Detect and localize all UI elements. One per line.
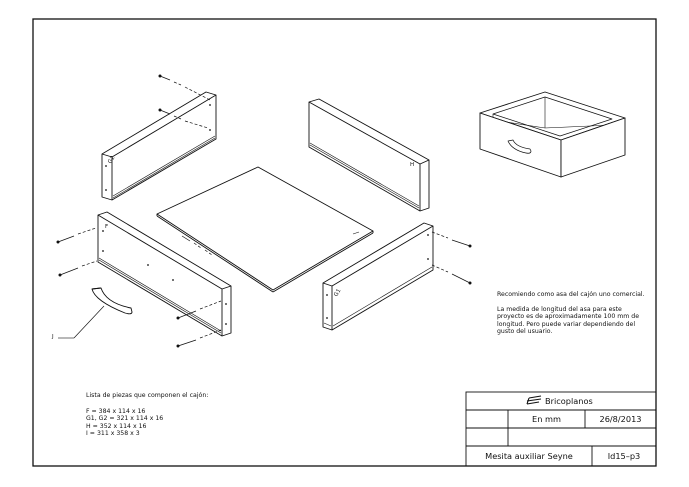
- brand-name: Bricoplanos: [545, 396, 593, 406]
- parts-list-item: H = 352 x 114 x 16: [86, 422, 147, 430]
- sheet-border: [32, 18, 657, 467]
- parts-list-item: F = 384 x 114 x 16: [86, 407, 146, 415]
- parts-list: Lista de piezas que componen el cajón: F…: [86, 392, 286, 438]
- title-block-project: Mesita auxiliar Seyne: [485, 451, 573, 461]
- screws-front-panel: [56, 227, 222, 348]
- screws-side-g2: [158, 74, 211, 129]
- parts-list-item: G1, G2 = 321 x 114 x 16: [86, 415, 164, 423]
- front-panel-f: [97, 211, 232, 337]
- title-block-date: 26/8/2013: [599, 414, 642, 424]
- label-handle-j: J: [52, 334, 54, 340]
- parts-list-item: I = 311 x 358 x 3: [86, 430, 140, 438]
- handle-notes: Recomiendo como asa del cajón uno comerc…: [497, 291, 645, 336]
- parts-list-heading: Lista de piezas que componen el cajón:: [86, 392, 209, 399]
- side-panel-g1: [322, 222, 434, 331]
- screws-side-g1: [431, 231, 472, 285]
- bricoplanos-logo-icon: [526, 395, 542, 405]
- label-back-h: H: [410, 162, 415, 168]
- side-panel-g2: [101, 91, 217, 201]
- label-front-f: F: [105, 224, 109, 230]
- note-handle-recommendation: Recomiendo como asa del cajón uno comerc…: [497, 291, 645, 298]
- title-block-code: Id15–p3: [607, 451, 641, 461]
- assembled-drawer-view: [479, 91, 626, 178]
- title-block-brand: Bricoplanos: [545, 392, 615, 410]
- note-handle-length: La medida de longitud del asa para este …: [497, 305, 639, 336]
- handle-j: [58, 287, 133, 339]
- title-block-units: En mm: [532, 414, 561, 424]
- bottom-panel-i: [156, 166, 374, 293]
- title-block: [465, 391, 657, 467]
- back-panel-h: [308, 98, 430, 212]
